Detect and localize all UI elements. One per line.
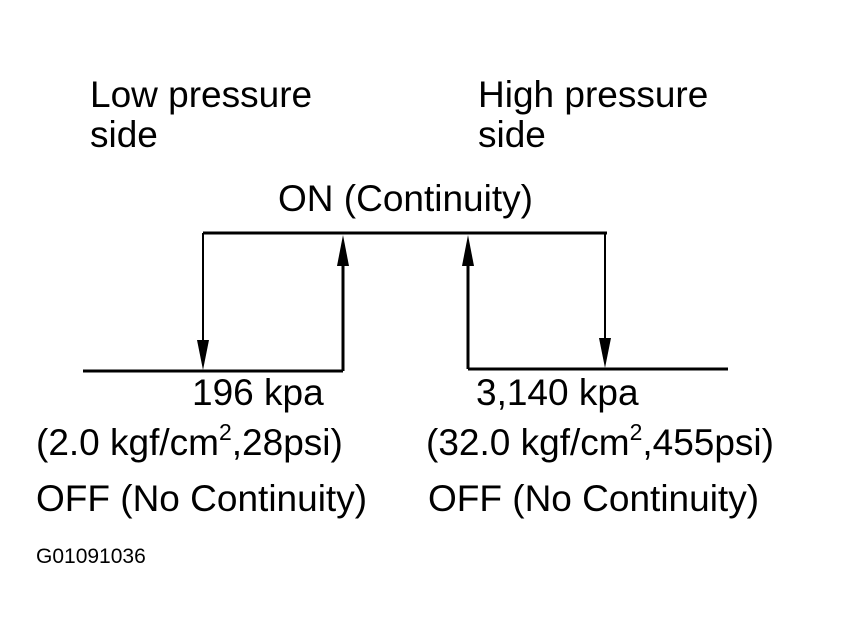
low-side-conversion-suffix: ,28psi)	[231, 422, 343, 463]
high-side-pressure-value: 3,140 kpa	[476, 372, 639, 413]
low-side-pressure-value: 196 kpa	[192, 372, 324, 413]
low-side-down-arrowhead	[197, 340, 209, 370]
high-side-conversion: (32.0 kgf/cm2,455psi)	[426, 421, 774, 463]
figure-code: G01091036	[36, 545, 146, 568]
on-continuity-label: ON (Continuity)	[278, 178, 533, 219]
high-side-conversion-exponent: 2	[629, 419, 643, 446]
low-side-title-line2: side	[90, 114, 158, 155]
high-side-conversion-suffix: ,455psi)	[642, 422, 774, 463]
low-side-conversion-prefix: (2.0 kgf/cm	[36, 422, 219, 463]
high-side-off-label: OFF (No Continuity)	[428, 478, 760, 519]
low-side-conversion-exponent: 2	[219, 419, 232, 446]
low-side-title-line1: Low pressure	[90, 74, 313, 115]
high-side-up-arrowhead	[462, 235, 474, 266]
low-side-up-arrowhead	[337, 235, 349, 266]
high-side-title-line1: High pressure	[478, 74, 709, 115]
high-side-conversion-prefix: (32.0 kgf/cm	[426, 422, 630, 463]
high-side-title-line2: side	[478, 114, 546, 155]
high-side-down-arrowhead	[599, 338, 611, 368]
low-side-conversion: (2.0 kgf/cm2,28psi)	[36, 421, 343, 463]
low-side-off-label: OFF (No Continuity)	[36, 478, 368, 519]
